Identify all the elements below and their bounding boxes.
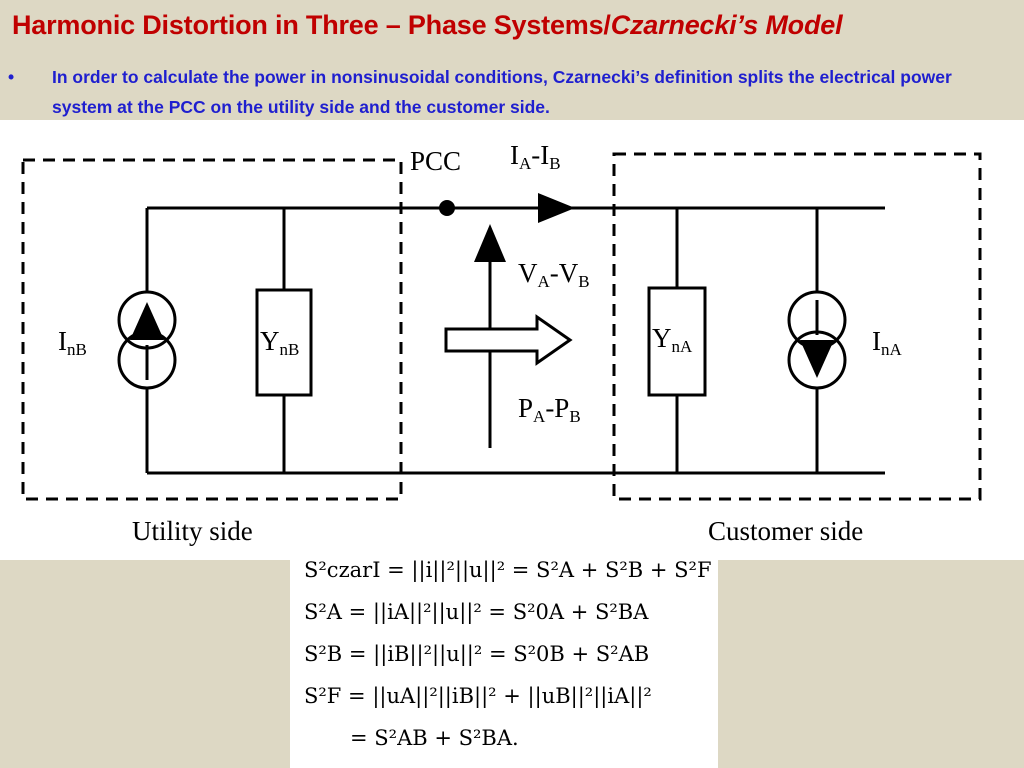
current-label: IA-IB: [510, 140, 561, 173]
customer-current-source-icon: [787, 290, 847, 390]
voltage-arrow-icon: [474, 224, 506, 262]
equation-line-4: S²F = ||uA||²||iB||² + ||uB||²||iA||²: [304, 684, 652, 708]
customer-admittance-icon: [647, 286, 707, 397]
utility-source-label: InB: [58, 326, 87, 359]
equation-line-1: S²czarI = ||i||²||u||² = S²A + S²B + S²F: [304, 558, 712, 582]
pcc-label: PCC: [410, 146, 461, 176]
customer-side-box: [612, 152, 982, 501]
bullet-dot: •: [8, 67, 15, 87]
bullet-text: In order to calculate the power in nonsi…: [52, 67, 952, 117]
customer-admittance-label: YnA: [652, 323, 693, 356]
equation-panel: S²czarI = ||i||²||u||² = S²A + S²B + S²F…: [290, 548, 718, 768]
customer-side-label: Customer side: [708, 516, 863, 546]
power-flow-arrow-icon: [444, 314, 573, 366]
voltage-label: VA-VB: [518, 258, 590, 291]
equation-line-3: S²B = ||iB||²||u||² = S²0B + S²AB: [304, 642, 650, 666]
equation-line-5: = S²AB + S²BA.: [350, 726, 519, 750]
utility-side-box: [21, 158, 403, 501]
title-main: Harmonic Distortion in Three – Phase Sys…: [12, 10, 611, 40]
slide-title: Harmonic Distortion in Three – Phase Sys…: [12, 10, 1016, 41]
pcc-node-icon: [439, 200, 455, 216]
title-italic: Czarnecki’s Model: [610, 10, 843, 40]
bullet-item: • In order to calculate the power in non…: [8, 62, 1016, 122]
customer-source-label: InA: [872, 326, 903, 359]
utility-admittance-label: YnB: [260, 326, 299, 359]
circuit-diagram: PCC IA-IB VA-VB PA-PB InB YnB YnA InA Ut…: [0, 120, 1024, 560]
current-arrow-icon: [538, 193, 575, 223]
equation-line-2: S²A = ||iA||²||u||² = S²0A + S²BA: [304, 600, 649, 624]
utility-admittance-icon: [255, 288, 313, 397]
power-label: PA-PB: [518, 393, 581, 426]
utility-side-label: Utility side: [132, 516, 253, 546]
utility-current-source-icon: [117, 290, 177, 390]
